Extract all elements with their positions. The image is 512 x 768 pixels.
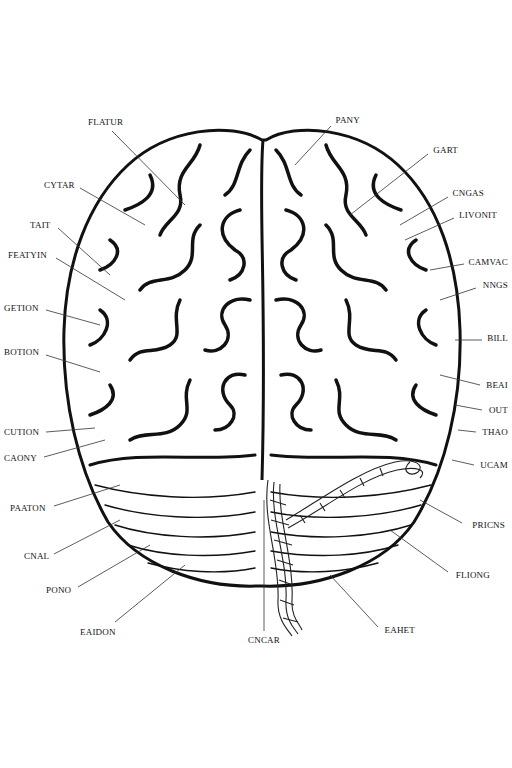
part-label: BOTION (4, 347, 39, 358)
part-label: NNGS (483, 280, 508, 291)
part-label: FLIONG (456, 570, 490, 581)
part-label: PAATON (10, 503, 46, 514)
part-label: BEAI (486, 380, 508, 391)
nerve-bundle (267, 461, 423, 636)
part-label: BILL (487, 333, 508, 344)
part-label: PRICNS (472, 520, 505, 531)
part-label: LIVONIT (459, 210, 497, 221)
part-label: CUTION (4, 427, 39, 438)
part-label: TAIT (30, 220, 51, 231)
part-label: CAONY (4, 453, 37, 464)
part-label: FEATYIN (8, 250, 47, 261)
midline (261, 140, 263, 480)
part-label: PANY (336, 115, 360, 126)
part-label: GART (433, 145, 458, 156)
right-hemisphere-folds (271, 145, 436, 572)
part-label: OUT (489, 405, 508, 416)
left-hemisphere-folds (90, 145, 255, 572)
part-label: GETION (4, 303, 39, 314)
part-label: EAIDON (80, 627, 116, 638)
part-label: FLATUR (88, 117, 123, 128)
leader-lines (44, 126, 482, 631)
part-label: THAO (482, 427, 508, 438)
part-label: PONO (46, 585, 71, 596)
part-label: CYTAR (44, 180, 75, 191)
part-label: UCAM (480, 460, 508, 471)
part-label: EAHET (385, 625, 416, 636)
brain-outline (64, 130, 460, 586)
part-label: CNGAS (452, 188, 484, 199)
part-label: CAMVAC (468, 257, 508, 268)
part-label: CNAL (24, 551, 49, 562)
part-label: CNCAR (248, 635, 280, 646)
